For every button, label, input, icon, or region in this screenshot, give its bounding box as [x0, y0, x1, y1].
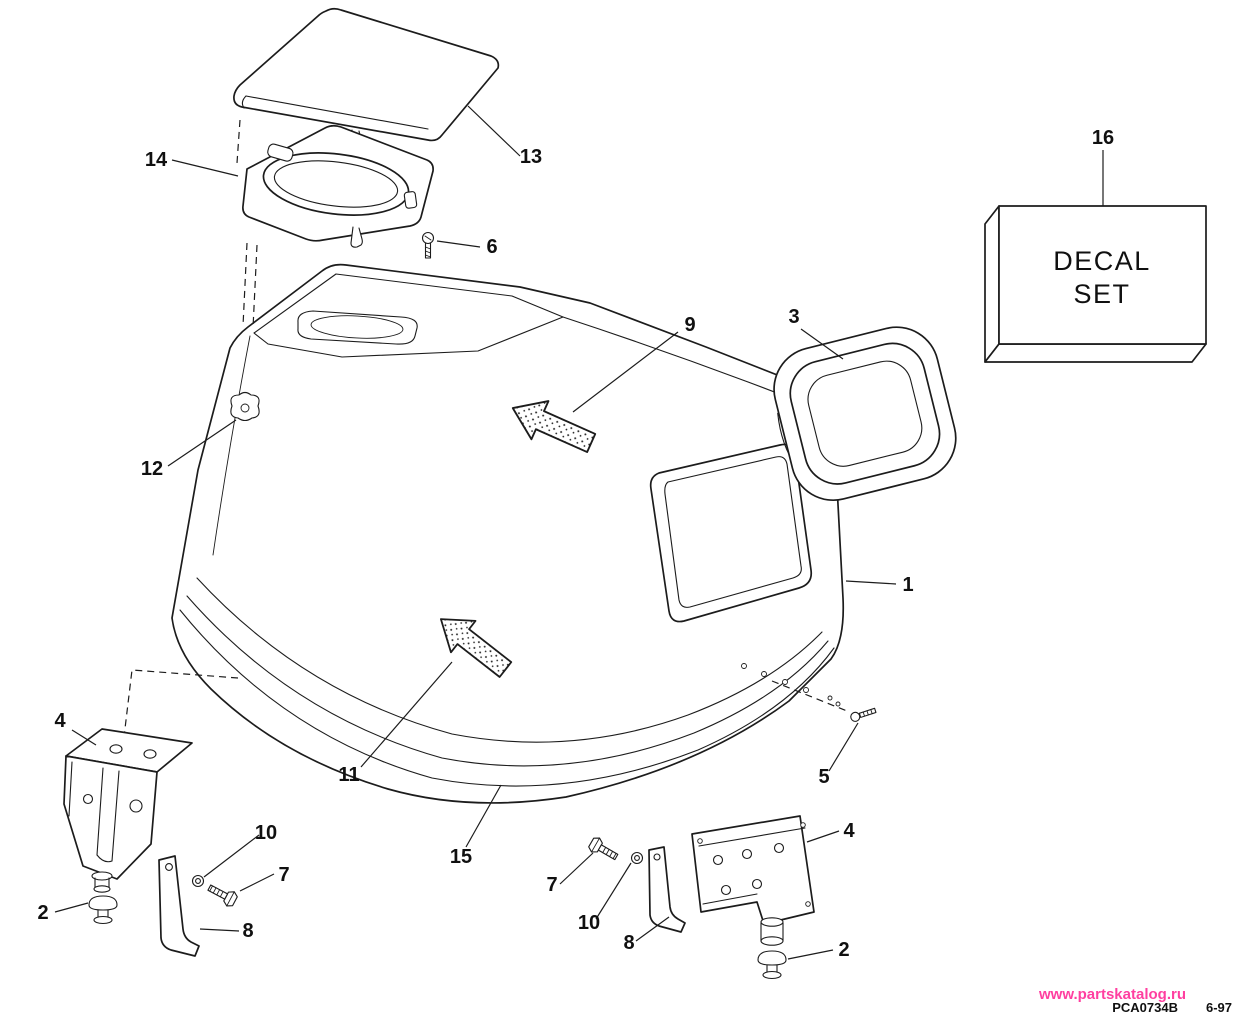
- callout-10-left: 10: [255, 822, 277, 844]
- callouts: 14 13 6 16 9 3 12 1 4 11 5 15 10 7 2 8 7…: [37, 127, 1114, 961]
- watermark: www.partskatalog.ru: [1038, 986, 1186, 1003]
- callout-8-right: 8: [623, 932, 634, 954]
- callout-9: 9: [684, 314, 695, 336]
- callout-10-right: 10: [578, 912, 600, 934]
- callout-4-right: 4: [843, 820, 855, 842]
- ring-seal: [773, 326, 957, 502]
- engine-cover-outline: [171, 263, 845, 804]
- callout-7-left: 7: [278, 864, 289, 886]
- left-face-crease: [212, 335, 251, 556]
- part-code: PCA0734B: [1112, 1000, 1178, 1015]
- pin-screw: [850, 707, 877, 722]
- top-plateau-edge: [253, 273, 564, 358]
- callout-6: 6: [486, 236, 497, 258]
- callout-1: 1: [902, 574, 913, 596]
- seal-rim: [179, 577, 835, 787]
- mount-bracket-left: [63, 728, 193, 893]
- top-cover: [233, 7, 500, 153]
- decal-set-box: DECAL SET: [984, 205, 1207, 363]
- callout-2-right: 2: [838, 939, 849, 961]
- decal-set-label-line1: DECAL: [1053, 246, 1151, 276]
- callout-15: 15: [450, 846, 472, 868]
- callout-16: 16: [1092, 127, 1114, 149]
- screw-6: [421, 231, 435, 259]
- bolt-left: [205, 879, 240, 909]
- callout-4-left: 4: [54, 710, 66, 732]
- decal-set-label-line2: SET: [1073, 279, 1130, 309]
- bolt-right: [586, 835, 621, 865]
- strap-bracket-left: [158, 855, 200, 957]
- callout-2-left: 2: [37, 902, 48, 924]
- callout-5: 5: [818, 766, 829, 788]
- callout-14: 14: [145, 149, 168, 171]
- handle-recess: [297, 310, 418, 345]
- mount-bracket-right: [691, 815, 815, 946]
- callout-8-left: 8: [242, 920, 253, 942]
- screw-holes: [741, 663, 841, 707]
- latch-knob: [230, 391, 260, 422]
- leader-lines: [54, 105, 1104, 960]
- strap-bracket-right: [648, 846, 686, 933]
- callout-3: 3: [788, 306, 799, 328]
- washer-right: [630, 851, 644, 865]
- callout-12: 12: [141, 458, 163, 480]
- gasket-seal: [242, 124, 434, 248]
- callout-7-right: 7: [546, 874, 557, 896]
- grommet-left: [88, 895, 118, 925]
- revision-code: 6-97: [1206, 1000, 1232, 1015]
- washer-left: [191, 874, 205, 888]
- engine-cover: [171, 263, 845, 804]
- footer: www.partskatalog.ru PCA0734B 6-97: [1038, 986, 1232, 1015]
- assembly-dash-lines: [123, 119, 848, 738]
- grommet-right: [757, 950, 787, 980]
- callout-11: 11: [338, 764, 359, 786]
- callout-13: 13: [520, 146, 542, 168]
